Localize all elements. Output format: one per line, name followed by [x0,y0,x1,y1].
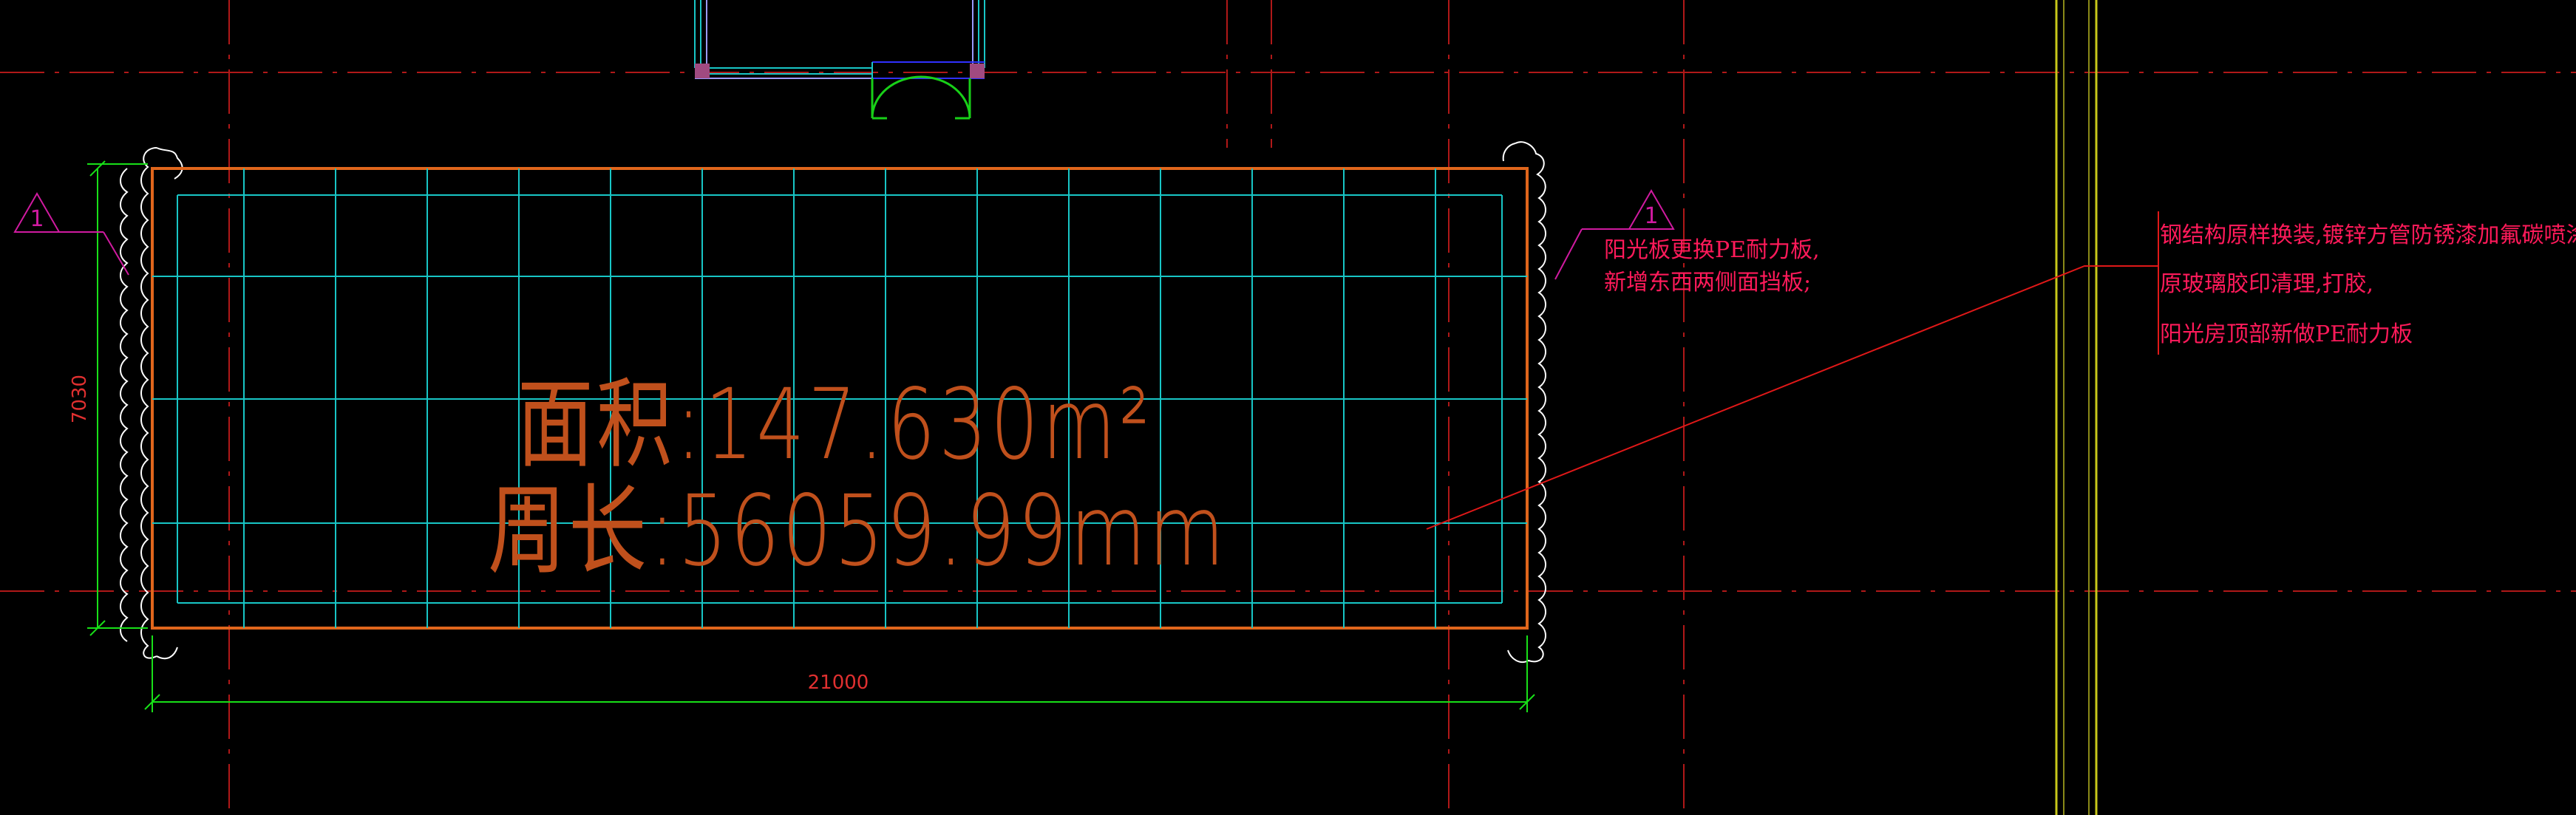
note-main-line-3: 阳光房顶部新做PE耐力板 [2160,321,2413,347]
dimension-height-label: 7030 [69,375,91,423]
note-leader-line [1426,211,2159,530]
upper-room-walls [694,0,985,79]
revision-triangle-left [13,191,129,276]
revision-cloud-left-inner [120,168,129,642]
dimension-width-label: 21000 [808,672,869,694]
roof-panel-grid [152,168,1527,628]
note-right-bay-line-2: 新增东西两侧面挡板; [1604,270,1811,296]
revision-number-right: 1 [1644,203,1658,229]
revision-triangle-right [1554,188,1675,280]
wall-corner-blocks [695,64,985,78]
dimension-width [144,635,1535,712]
note-main-line-2: 原玻璃胶印清理,打胶, [2160,271,2373,297]
door-symbol [871,75,971,120]
notes-right-bay: 阳光板更换PE耐力板, 新增东西两侧面挡板; [1604,237,1820,296]
notes-main: 钢结构原样换装,镀锌方管防锈漆加氟碳喷涂, 原玻璃胶印清理,打胶, 阳光房顶部新… [2160,222,2576,347]
column-lines [2055,0,2098,815]
note-main-line-1: 钢结构原样换装,镀锌方管防锈漆加氟碳喷涂, [2160,222,2576,248]
area-label: 面积:147.630m² [517,368,1153,482]
dimension-height [87,160,148,636]
revision-cloud-right [1502,141,1546,664]
note-right-bay-line-1: 阳光板更换PE耐力板, [1604,237,1820,263]
perimeter-label: 周长:56059.99mm [488,474,1227,588]
revision-cloud-left [140,147,183,660]
column-inner-lines [2063,0,2090,815]
revision-number-left: 1 [30,206,44,232]
